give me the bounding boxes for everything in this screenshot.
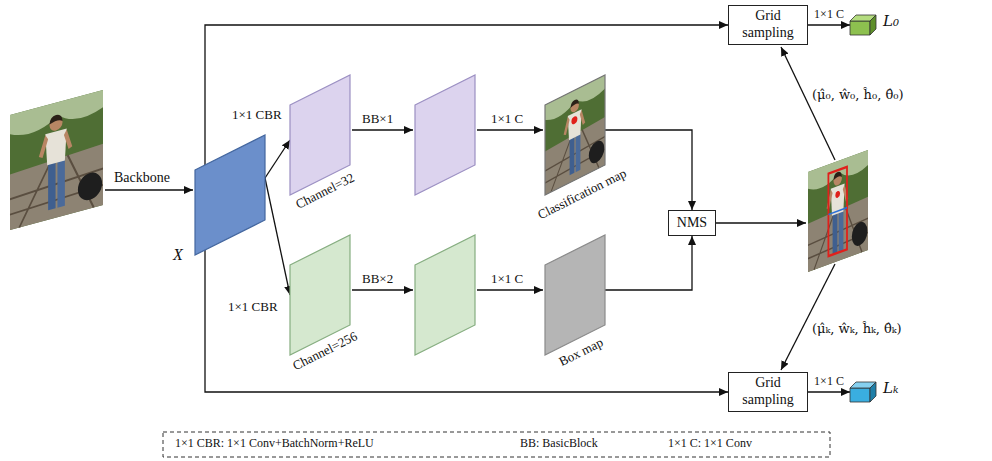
conv-arrow [477, 129, 543, 130]
parallelogram [195, 135, 265, 255]
connector-arrow [808, 24, 850, 25]
parallelogram-outline [195, 135, 265, 255]
cube-front [850, 21, 870, 35]
operation-label: 1×1 C [491, 112, 523, 127]
block-arrow [352, 129, 413, 130]
conv-arrow [477, 289, 543, 290]
connector-arrow [808, 391, 850, 392]
param-arrow [781, 264, 835, 370]
legend-frame [163, 432, 830, 457]
stage-label: Backbone [114, 170, 170, 186]
edge-label: 1×1 C [814, 375, 844, 389]
cube-outline [850, 382, 878, 402]
feature-map-purple: Channel=32 [290, 75, 350, 195]
input-image [10, 90, 103, 230]
feature-map-purple [415, 75, 475, 195]
input-photo [10, 90, 103, 230]
connector-arrow [265, 178, 290, 295]
output-photo [808, 150, 868, 272]
box-map: Box map [545, 235, 605, 355]
cube-side [870, 15, 876, 35]
map-caption: Classification map [535, 165, 629, 222]
center-dot [835, 190, 840, 198]
param-arrow [781, 47, 835, 160]
connector-arrow [605, 236, 692, 290]
connector-arrow [265, 140, 290, 178]
center-dot [571, 115, 577, 126]
legend-text: BB: BasicBlock [520, 437, 598, 451]
detection-box [828, 167, 847, 256]
operation-label: 1×1 C [491, 272, 523, 287]
loss-cube: Lₖ [850, 382, 878, 402]
legend-text: 1×1 CBR: 1×1 Conv+BatchNorm+ReLU [175, 437, 374, 451]
layout-arrows [105, 47, 835, 370]
connector-arrow [205, 25, 728, 165]
output-image [808, 150, 868, 272]
connector-arrow [205, 250, 728, 392]
loss-cube: L₀ [850, 15, 878, 35]
edge-label: 1×1 CBR [232, 108, 282, 123]
backbone-arrow [105, 189, 193, 190]
cube-side [870, 382, 876, 402]
edge-label: 1×1 C [814, 8, 844, 22]
operation-label: BB×2 [362, 272, 393, 287]
legend-text: 1×1 C: 1×1 Conv [668, 437, 752, 451]
operation-label: BB×1 [362, 112, 393, 127]
grid-sampling-box: Grid sampling [728, 372, 808, 412]
nms-arrow [716, 222, 806, 223]
box-text: NMS [677, 215, 707, 232]
map-caption: X [173, 245, 183, 264]
feature-map-green [415, 235, 475, 355]
feature-map-green: Channel=256 [290, 235, 350, 355]
block-arrow [352, 289, 413, 290]
box-text: Grid sampling [736, 8, 800, 42]
cube-front [850, 388, 870, 402]
edge-label: 1×1 CBR [228, 300, 278, 315]
feature-map-x: X [195, 135, 265, 255]
parameter-label: (μ̂ₖ, ŵₖ, ĥₖ, θ̂ₖ) [812, 322, 902, 337]
nms-box: NMS [668, 210, 716, 236]
box-text: Grid sampling [736, 375, 800, 409]
parameter-label: (μ̂₀, ŵ₀, ĥ₀, θ̂₀) [812, 88, 904, 103]
cube-outline [850, 15, 878, 35]
map-caption: Lₖ [883, 379, 898, 397]
grid-sampling-box: Grid sampling [728, 5, 808, 45]
classification-map: Classification map [545, 75, 605, 195]
map-caption: L₀ [883, 12, 899, 30]
detection-axis [828, 208, 847, 215]
